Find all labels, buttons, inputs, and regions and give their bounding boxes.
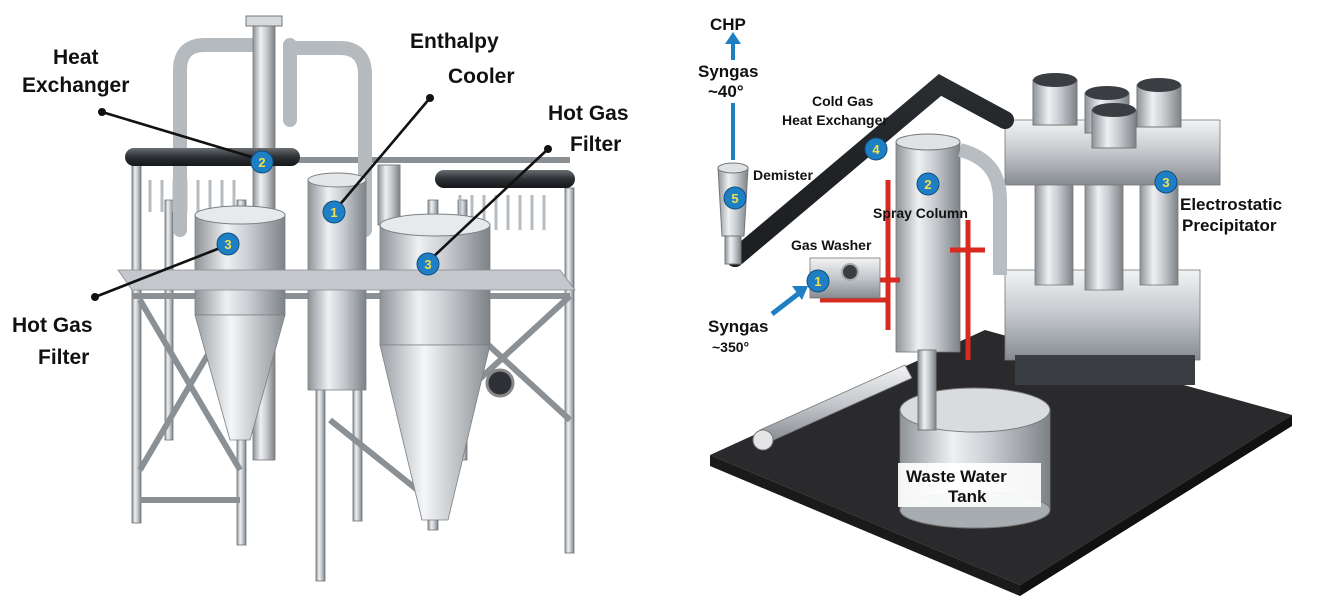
electrostatic-precipitator: [1004, 73, 1221, 385]
flow-arrow-syngas-in: [770, 286, 808, 316]
badge-spray-column-number: 2: [924, 177, 931, 192]
label-chp: CHP: [710, 15, 746, 34]
badge-demister-number: 5: [731, 191, 738, 206]
spray-column: [895, 133, 961, 431]
label-gas-washer: Gas Washer: [791, 237, 872, 253]
label-enthalpy-cooler: Enthalpy Cooler: [410, 30, 515, 88]
badge-heat-exchanger-number: 2: [258, 155, 265, 170]
badge-hot-gas-filter-right-number: 3: [424, 257, 431, 272]
flow-arrow-chp: [725, 32, 741, 60]
left-leader-lines: [94, 97, 549, 299]
badge-hot-gas-filter-left-number: 3: [224, 237, 231, 252]
label-spray-column: Spray Column: [873, 205, 968, 221]
badge-cold-gas-heat-exchanger: 4: [864, 137, 888, 161]
badge-heat-exchanger: 2: [250, 150, 274, 174]
left-platform: [117, 269, 576, 291]
left-system: 2 1 3 3 Heat Exchanger Enthalpy Cooler H…: [12, 15, 634, 582]
left-leader-dots: [91, 94, 552, 301]
label-syngas-out: Syngas ~40°: [698, 62, 763, 101]
badge-electrostatic-precipitator: 3: [1154, 170, 1178, 194]
badge-enthalpy-cooler-number: 1: [330, 205, 337, 220]
badge-spray-column: 2: [916, 172, 940, 196]
badge-hot-gas-filter-left: 3: [216, 232, 240, 256]
waste-water-tank-label-box: Waste Water Tank: [898, 463, 1041, 507]
right-system: 1 2 3 4 5 CHP Syngas ~40° Cold Gas Heat …: [698, 15, 1292, 596]
badge-demister: 5: [723, 186, 747, 210]
left-hot-gas-filter-vessel: [194, 205, 286, 441]
label-electrostatic-precipitator: Electrostatic Precipitator: [1180, 195, 1287, 235]
left-manifold-fins: [148, 180, 546, 230]
badge-enthalpy-cooler: 1: [322, 200, 346, 224]
badge-hot-gas-filter-right: 3: [416, 252, 440, 276]
badge-cold-gas-heat-exchanger-number: 4: [872, 142, 880, 157]
label-syngas-in: Syngas ~350°: [708, 317, 773, 355]
label-waste-water-tank: Waste Water Tank: [906, 467, 1012, 506]
front-heat-exchanger: [752, 364, 913, 451]
label-cold-gas-heat-exchanger: Cold Gas Heat Exchanger: [782, 93, 888, 128]
left-top-pipes: [173, 38, 372, 237]
label-hot-gas-filter-right: Hot Gas Filter: [548, 102, 634, 156]
heat-exchanger-bar-right: [435, 170, 575, 188]
badge-gas-washer-number: 1: [814, 274, 821, 289]
badge-gas-washer: 1: [806, 269, 830, 293]
heat-exchanger-bar-left: [125, 148, 300, 166]
label-demister: Demister: [753, 167, 813, 183]
label-heat-exchanger: Heat Exchanger: [22, 46, 129, 97]
red-pipework: [820, 180, 985, 360]
badge-electrostatic-precipitator-number: 3: [1162, 175, 1169, 190]
label-hot-gas-filter-left: Hot Gas Filter: [12, 314, 98, 369]
